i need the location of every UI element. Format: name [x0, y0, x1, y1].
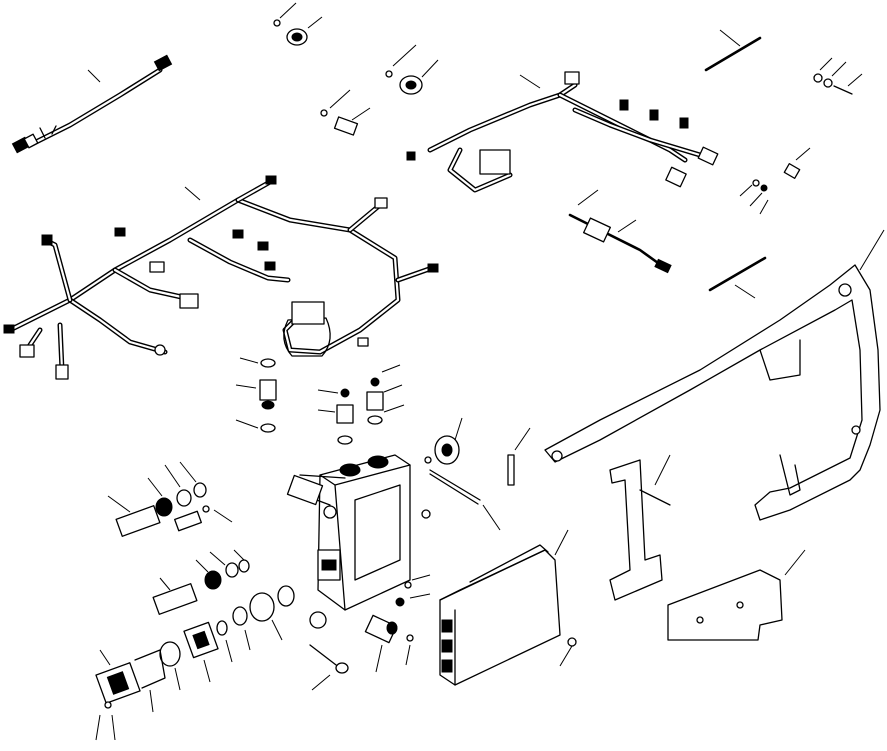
bolt-bottom: [309, 644, 349, 691]
main-wire-harness: [3, 175, 439, 380]
sensor-probe: [568, 189, 672, 274]
bolt-washers-top-right: [813, 57, 863, 95]
valve-manifold: [286, 454, 411, 629]
fitting-stack-left: [235, 357, 277, 433]
temperature-sensor-left: [174, 505, 233, 532]
rod-middle: [708, 256, 767, 299]
solenoid-valve-lower: [152, 549, 250, 615]
small-wire-harness: [11, 54, 173, 154]
controller-unit: [439, 529, 577, 686]
pin: [507, 427, 531, 486]
support-bracket: [609, 454, 671, 601]
hardware-small: [395, 509, 431, 607]
filter-assembly: [216, 585, 295, 663]
mounting-bracket-frame: [544, 229, 885, 521]
upper-right-wire-harness: [406, 71, 719, 193]
temperature-sensor-small: [320, 89, 371, 136]
fitting-stack-center: [317, 388, 354, 445]
threaded-adapter: [424, 417, 463, 465]
bolt-long: [429, 469, 501, 531]
pressure-switch-top: [273, 2, 323, 46]
pressure-switch-mid: [385, 44, 439, 95]
connector-housing-bottom: [95, 649, 166, 741]
rod-top: [704, 29, 762, 72]
small-plug-right: [783, 147, 811, 179]
nut-washer-set-right: [739, 179, 769, 215]
fitting-stack-right: [366, 364, 405, 425]
speed-sensor: [364, 614, 414, 673]
solenoid-valve-upper: [107, 461, 207, 537]
mounting-plate: [667, 549, 806, 641]
cover-plate: [159, 621, 219, 691]
